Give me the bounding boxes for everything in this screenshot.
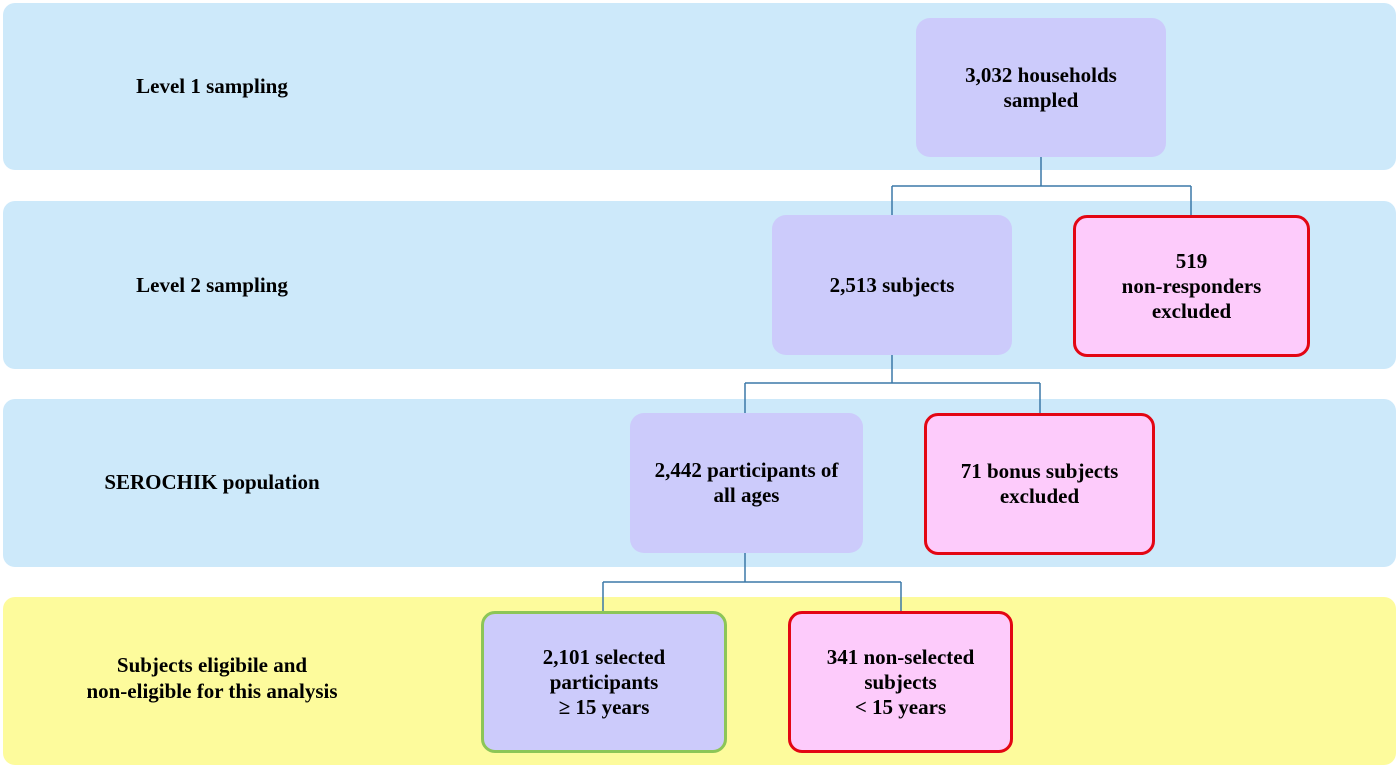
connector-households — [891, 157, 1192, 215]
bonus-subjects-excluded-box: 71 bonus subjects excluded — [924, 413, 1155, 555]
level-2-label: Level 2 sampling — [136, 273, 288, 297]
serochik-label: SEROCHIK population — [104, 470, 320, 494]
subjects-box: 2,513 subjects — [772, 215, 1012, 355]
connector-participants — [602, 553, 902, 611]
level-1-label: Level 1 sampling — [136, 74, 288, 98]
households-sampled-box: 3,032 households sampled — [916, 18, 1166, 157]
participants-all-ages-box: 2,442 participants of all ages — [630, 413, 863, 553]
eligibility-label: Subjects eligibile and non-eligible for … — [86, 653, 338, 703]
non-responders-excluded-box: 519 non-responders excluded — [1073, 215, 1310, 357]
selected-participants-box: 2,101 selected participants ≥ 15 years — [481, 611, 727, 753]
connector-subjects — [744, 355, 1041, 413]
non-selected-subjects-box: 341 non-selected subjects < 15 years — [788, 611, 1013, 753]
